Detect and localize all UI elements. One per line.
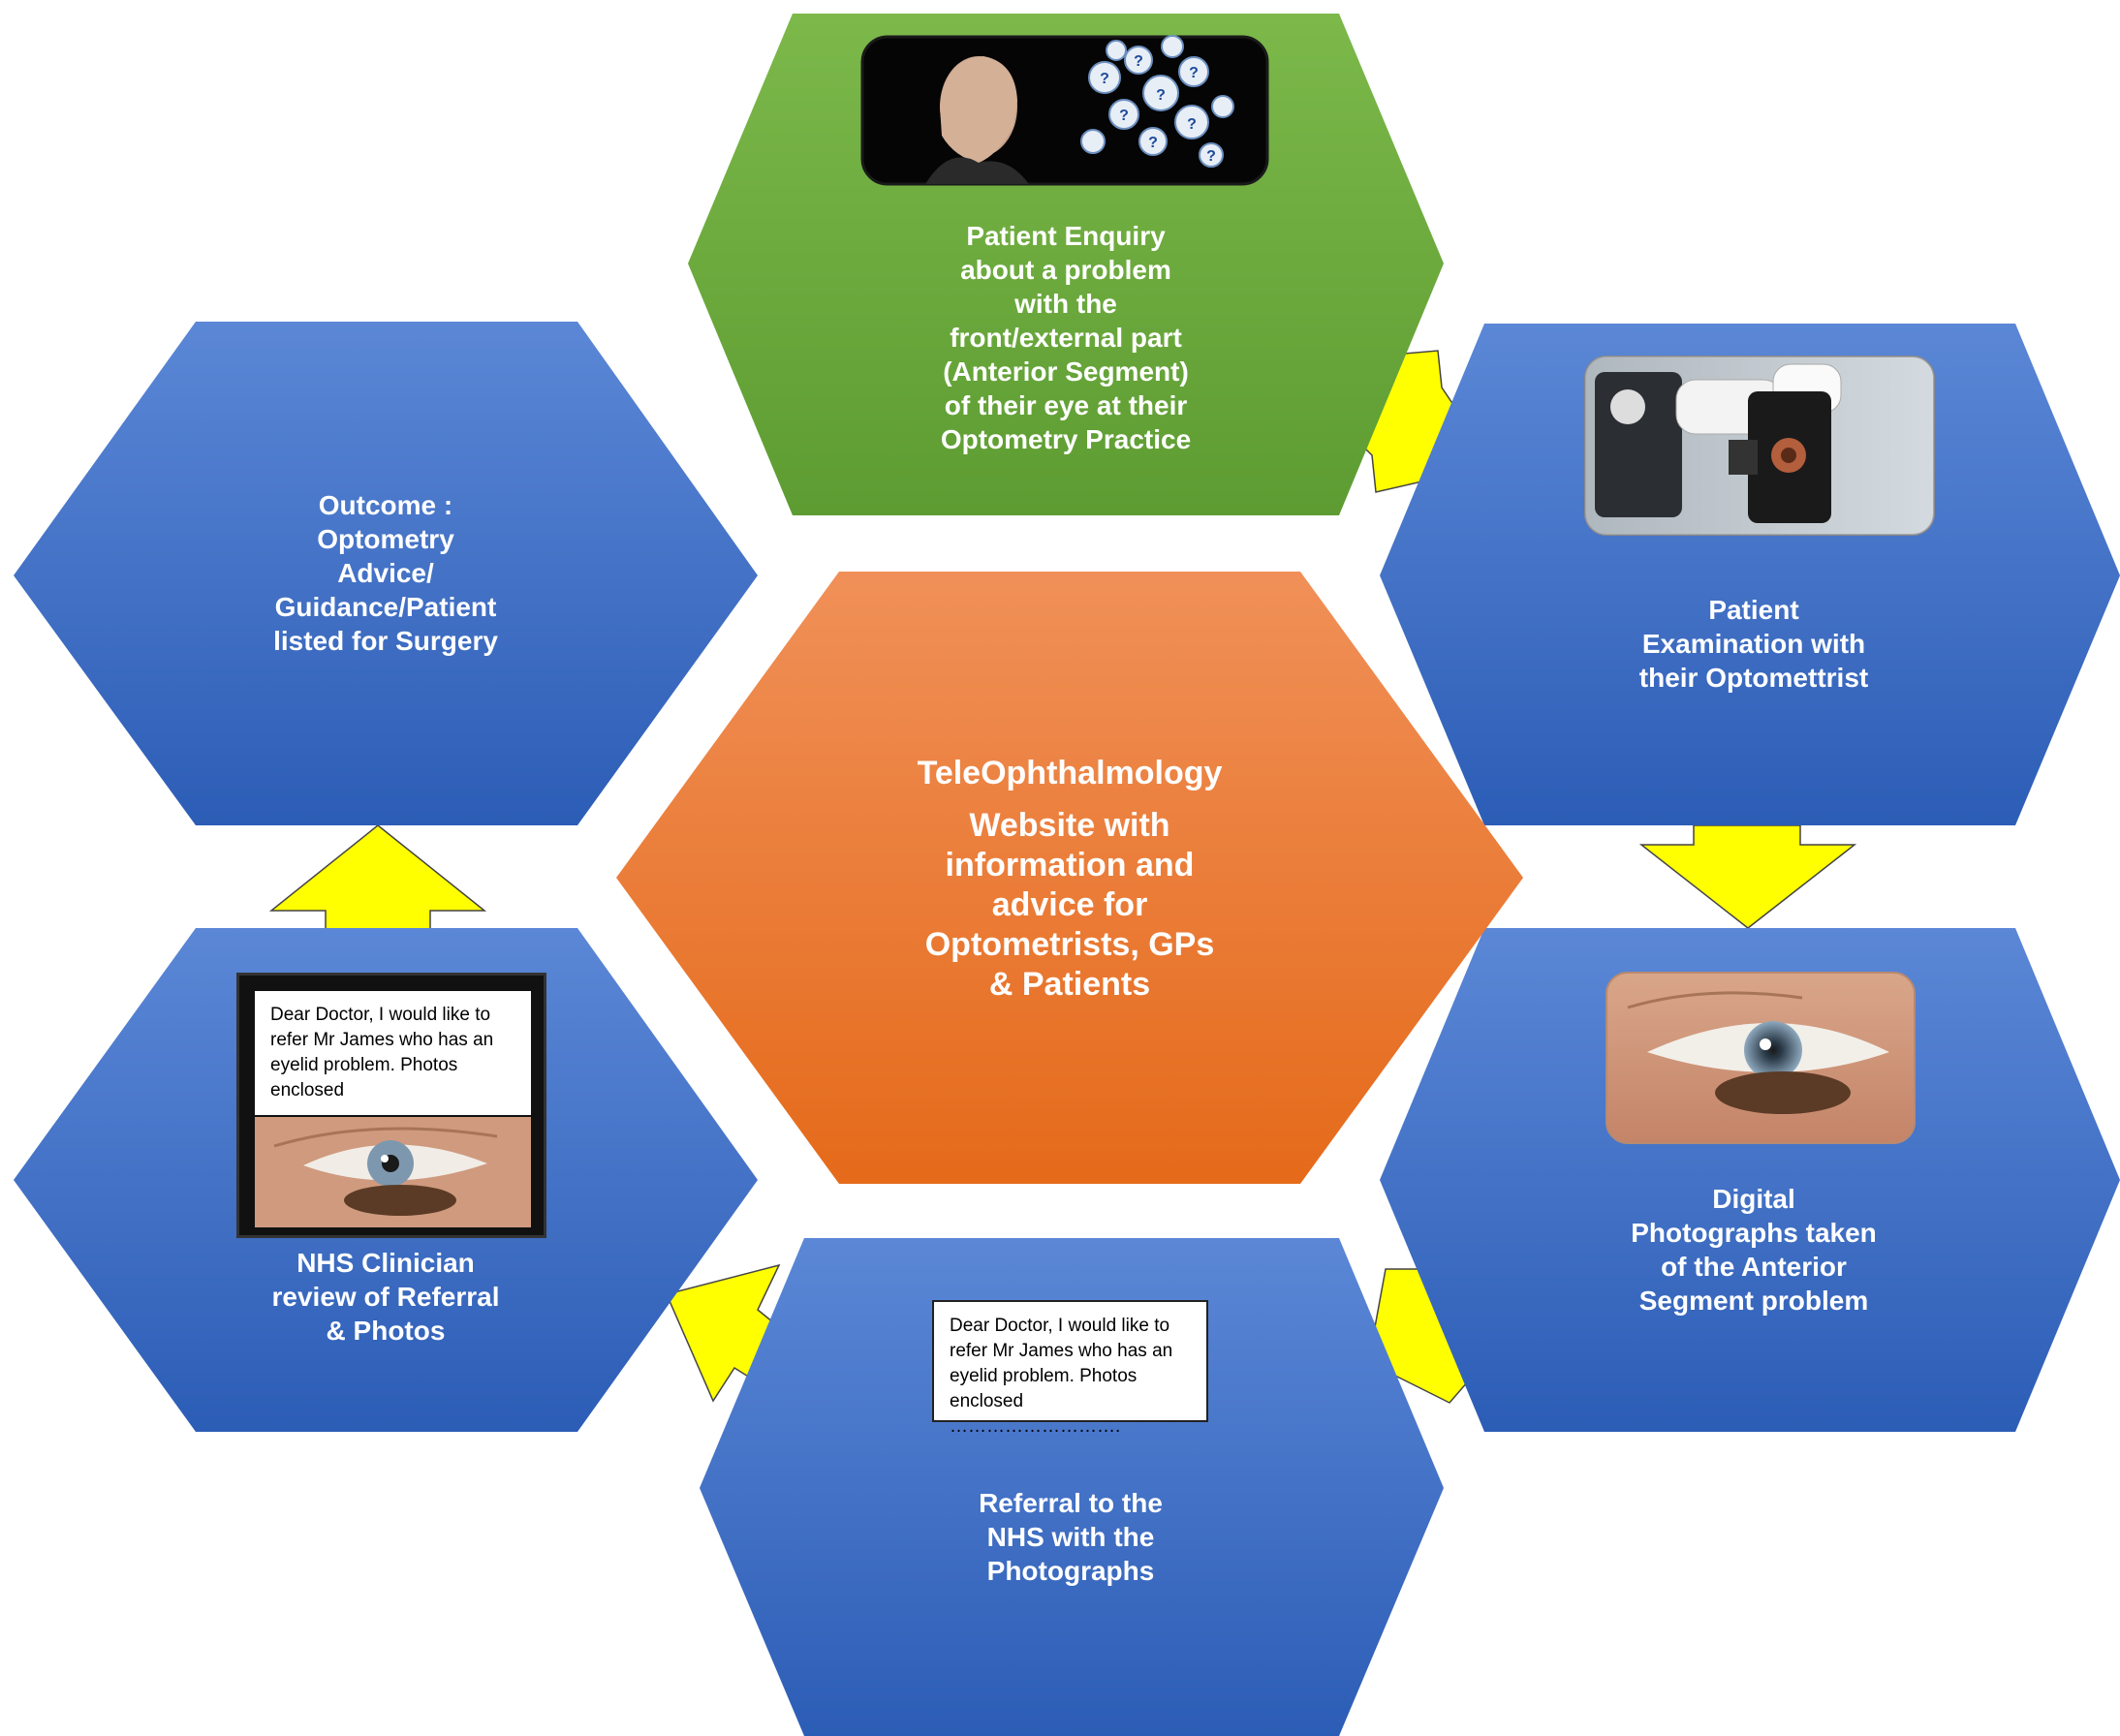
eye-photo-image: [1606, 972, 1916, 1144]
slit-lamp-image: [1584, 356, 1935, 536]
center-body: Website with information and advice for …: [924, 807, 1215, 1003]
review-eye-photo: [255, 1117, 531, 1227]
step-referral-label: Referral to the NHS with the Photographs: [979, 1488, 1163, 1586]
svg-text:?: ?: [1187, 116, 1197, 133]
svg-text:?: ?: [1119, 108, 1129, 124]
hex-outcome: [14, 322, 758, 825]
svg-text:?: ?: [1134, 53, 1143, 70]
svg-text:?: ?: [1189, 65, 1199, 81]
svg-text:?: ?: [1156, 87, 1166, 104]
hex-center: [616, 572, 1523, 1184]
step-examination-label: Patient Examination with their Optomettr…: [1638, 595, 1869, 693]
arrow-review-to-outcome: [268, 824, 487, 931]
arrow-exam-to-photos: [1638, 824, 1857, 929]
review-card: Dear Doctor, I would like to refer Mr Ja…: [236, 973, 546, 1238]
step-photographs-label: Digital Photographs taken of the Anterio…: [1631, 1184, 1877, 1316]
patient-questions-image: ??? ??? ??: [860, 35, 1269, 186]
review-letter-note: Dear Doctor, I would like to refer Mr Ja…: [255, 991, 531, 1126]
svg-text:?: ?: [1148, 135, 1158, 151]
step-enquiry-label: Patient Enquiry about a problem with the…: [940, 221, 1192, 454]
hex-photographs: [1380, 928, 2120, 1432]
hex-referral: [700, 1238, 1444, 1736]
center-title: TeleOphthalmology: [917, 755, 1223, 791]
referral-letter-note: Dear Doctor, I would like to refer Mr Ja…: [932, 1300, 1208, 1437]
svg-text:?: ?: [1206, 148, 1216, 165]
step-outcome-label: Outcome : Optometry Advice/ Guidance/Pat…: [273, 490, 498, 656]
step-review-label: NHS Clinician review of Referral & Photo…: [271, 1248, 500, 1346]
svg-text:?: ?: [1100, 71, 1109, 87]
